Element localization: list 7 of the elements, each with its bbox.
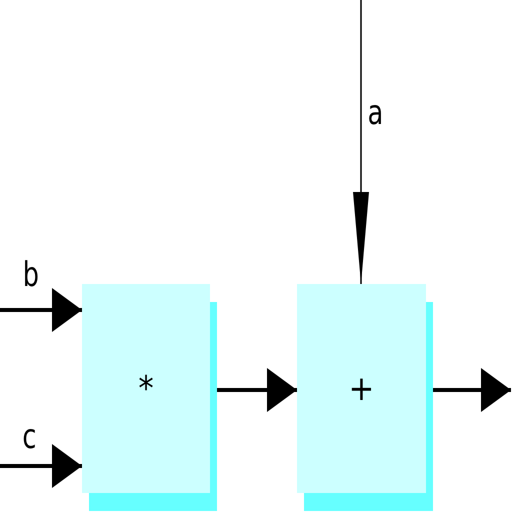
arrow [0,288,82,332]
operator-symbol: + [348,368,374,408]
operator-box [82,284,210,493]
operator-box [297,284,426,493]
operator-symbol: * [138,368,154,408]
arrow [353,0,369,284]
arrow [0,444,82,488]
